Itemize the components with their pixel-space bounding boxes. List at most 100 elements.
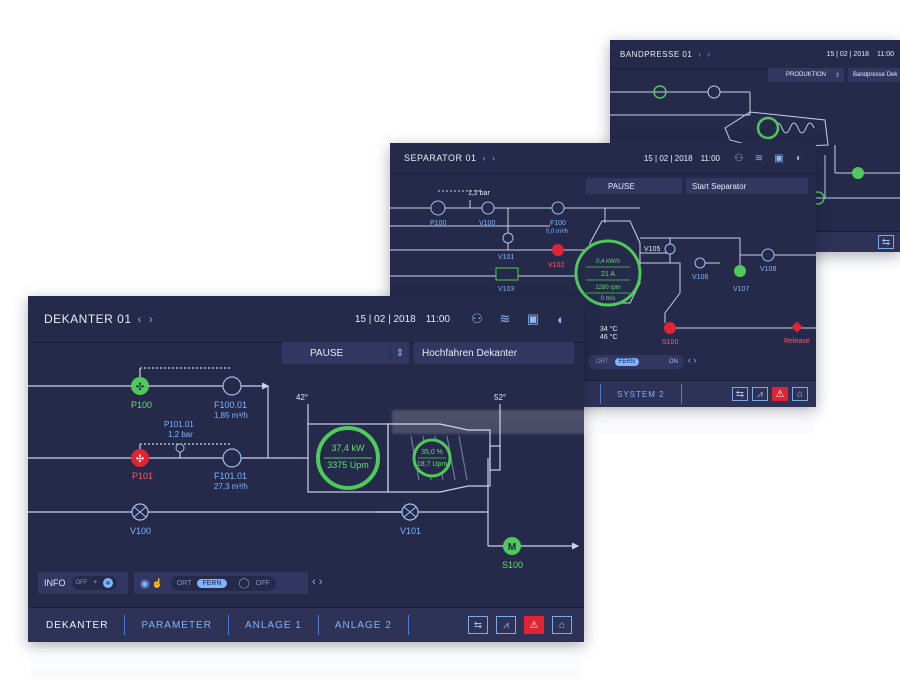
- separator-v106-label: V106: [692, 274, 708, 281]
- dekanter-pump-p101: [131, 449, 149, 467]
- separator-diagram: 1,2 bar P100 V100 F100 0,0 m³/h V101 V10…: [390, 190, 816, 346]
- reset-icon[interactable]: ⇆: [878, 235, 894, 249]
- bandpresse-mode-select[interactable]: PRODUKTION ⇕: [768, 68, 844, 82]
- dekanter-v100-label: V100: [130, 526, 151, 536]
- motor-icon: M: [508, 542, 516, 553]
- separator-mode-toggle[interactable]: ORT FERN ON: [588, 355, 684, 369]
- separator-valve-v106: [694, 257, 706, 269]
- wifi-icon[interactable]: ≋: [499, 311, 511, 326]
- reset-icon[interactable]: ⇆: [468, 616, 488, 634]
- dekanter-time: 11:00: [425, 313, 450, 325]
- separator-date: 15 | 02 | 2018: [643, 153, 693, 163]
- separator-mode-select[interactable]: PAUSE: [586, 178, 682, 194]
- separator-toggle-ort[interactable]: ORT: [596, 359, 609, 365]
- monitor-icon[interactable]: ▣: [526, 311, 540, 326]
- separator-readout-current: 21 A: [601, 271, 615, 278]
- separator-v102-label: V102: [548, 262, 564, 269]
- info-toggle-off[interactable]: OFF: [75, 580, 88, 586]
- separator-valve-v105: [664, 243, 676, 255]
- separator-valve-v108: [761, 248, 775, 262]
- dekanter-temp-out: 52°: [494, 393, 506, 402]
- dekanter-f10001-label: F100.01: [214, 400, 247, 410]
- warning-icon[interactable]: ⚠: [524, 616, 544, 634]
- dekanter-scroll-chevrons[interactable]: ‹ ›: [312, 576, 323, 588]
- dekanter-date: 15 | 02 | 2018: [354, 313, 416, 325]
- separator-v107-label: V107: [733, 286, 749, 293]
- dekanter-f10101-flow: 27,3 m³/h: [214, 482, 248, 491]
- chart-icon[interactable]: ⩘: [752, 387, 768, 401]
- bandpresse-date: 15 | 02 | 2018: [826, 50, 869, 58]
- bandpresse-nav-chevrons[interactable]: ‹ ›: [698, 49, 712, 59]
- separator-command[interactable]: Start Separator: [686, 178, 808, 194]
- tab-system-2[interactable]: SYSTEM 2: [600, 384, 682, 404]
- separator-release-label: Release: [784, 338, 810, 345]
- bandpresse-diagram: [610, 85, 900, 205]
- dekanter-mode-value: PAUSE: [310, 347, 344, 359]
- separator-toggle-on[interactable]: ON: [669, 359, 678, 365]
- home-icon[interactable]: ⌂: [792, 387, 808, 401]
- separator-pump-p100: [430, 200, 446, 216]
- separator-toggle-fern[interactable]: FERN: [614, 358, 639, 366]
- warning-icon[interactable]: ⚠: [772, 387, 788, 401]
- bandpresse-command[interactable]: Bandpresse Dek: [848, 68, 900, 82]
- separator-scroll-chevrons[interactable]: ‹ ›: [688, 355, 697, 365]
- tab-anlage-1[interactable]: ANLAGE 1: [229, 615, 319, 635]
- dekanter-nav-chevrons[interactable]: ‹ ›: [137, 312, 155, 326]
- tab-dekanter[interactable]: DEKANTER: [28, 615, 126, 635]
- chart-icon[interactable]: ⩘: [496, 616, 516, 634]
- separator-p100-label: P100: [430, 220, 446, 227]
- separator-valve-v100: [481, 201, 495, 215]
- ort-fern-toggle[interactable]: ORT FERN ◯ OFF: [170, 575, 276, 591]
- tab-parameter[interactable]: PARAMETER: [125, 615, 229, 635]
- fan-icon: ✣: [136, 382, 144, 393]
- separator-pressure-label: 1,2 bar: [468, 190, 490, 197]
- dekanter-command[interactable]: Hochfahren Dekanter: [414, 342, 574, 364]
- toggle-ort[interactable]: ORT: [176, 579, 192, 587]
- toggle-fern[interactable]: FERN: [197, 578, 227, 588]
- bandpresse-time: 11:00: [877, 50, 894, 58]
- dekanter-percent-readout: 35,0 %: [421, 449, 443, 456]
- separator-command-text: Start Separator: [692, 181, 747, 191]
- separator-v101-label: V101: [498, 254, 514, 261]
- separator-nav-chevrons[interactable]: ‹ ›: [482, 153, 498, 163]
- bandpresse-title: BANDPRESSE 01: [620, 49, 693, 59]
- separator-v103-label: V103: [498, 286, 514, 293]
- user-icon[interactable]: ⚇: [471, 311, 483, 326]
- separator-valve-v102: [552, 244, 564, 256]
- dekanter-f10101-label: F101.01: [214, 471, 247, 481]
- hand-icon[interactable]: ☝: [151, 577, 163, 588]
- separator-reflection: [392, 410, 814, 434]
- plus-icon[interactable]: +: [93, 580, 98, 586]
- dekanter-control-group: ◉ ☝ ORT FERN ◯ OFF: [134, 572, 308, 594]
- separator-f100-label: F100: [550, 220, 566, 227]
- power-icon[interactable]: ◯: [238, 577, 250, 589]
- monitor-icon[interactable]: ▣: [774, 152, 784, 164]
- home-icon[interactable]: ⌂: [552, 616, 572, 634]
- chevron-updown-icon[interactable]: ⇕: [390, 347, 409, 359]
- info-toggle[interactable]: OFF + ✲: [71, 576, 118, 590]
- dekanter-mode-select[interactable]: PAUSE ⇕: [282, 342, 409, 364]
- dekanter-s100-label: S100: [502, 560, 523, 570]
- dekanter-motor-s100: [503, 537, 521, 555]
- separator-flow-f100: [551, 201, 565, 215]
- separator-temp2: 46 °C: [600, 333, 618, 341]
- dekanter-p101-label: P101: [132, 471, 153, 481]
- network-icon[interactable]: ✲: [103, 578, 114, 588]
- separator-time: 11:00: [700, 153, 720, 163]
- bandpresse-drive-gauge: [756, 116, 780, 140]
- dekanter-temp-in: 42°: [296, 393, 308, 402]
- tab-anlage-2[interactable]: ANLAGE 2: [319, 615, 409, 635]
- separator-valve-v107: [734, 265, 746, 277]
- separator-v105-label: V105: [644, 246, 660, 253]
- dekanter-pump-p100: [131, 377, 149, 395]
- user-icon[interactable]: ⚇: [734, 152, 744, 164]
- toggle-off[interactable]: OFF: [255, 579, 270, 587]
- wifi-icon[interactable]: ≋: [754, 152, 764, 164]
- auto-icon[interactable]: ◉: [140, 577, 150, 590]
- separator-readout-speed: 0 m/s: [601, 296, 616, 302]
- contrast-icon[interactable]: ◐: [557, 311, 565, 327]
- fan-icon: ✣: [136, 454, 144, 465]
- contrast-icon[interactable]: ◐: [795, 152, 803, 164]
- reset-icon[interactable]: ⇆: [732, 387, 748, 401]
- bandpresse-mode-value: PRODUKTION: [786, 72, 827, 78]
